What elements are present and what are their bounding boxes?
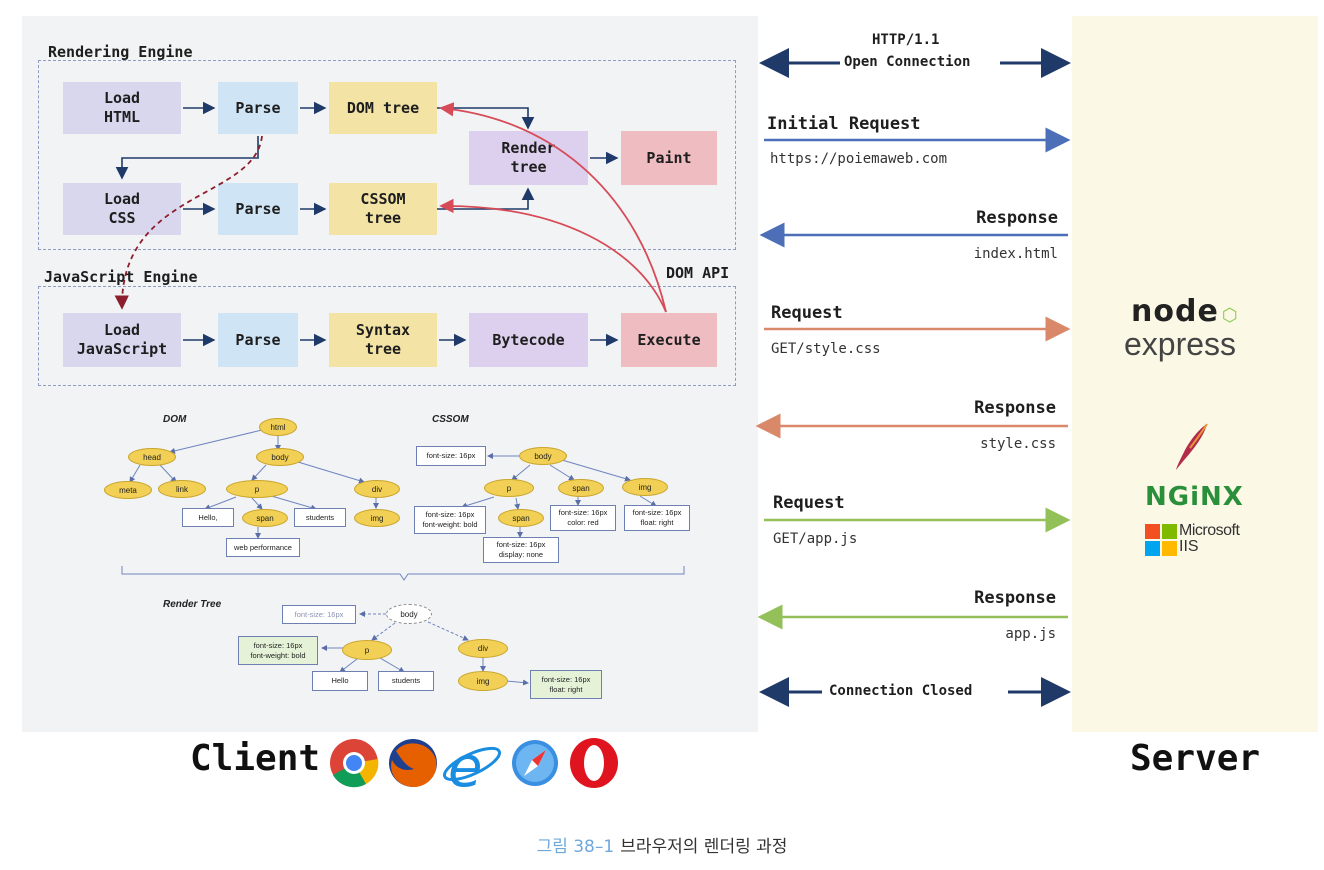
response-style-label: Response [974,398,1056,418]
dom-hello-node: Hello, [182,508,234,527]
safari-icon [512,740,558,786]
microsoft-label: Microsoft [1179,522,1240,539]
figure-caption-text: 브라우저의 렌더링 과정 [620,837,788,857]
parse-html-node: Parse [218,82,298,134]
syntax-tree-node: Syntax tree [329,313,437,367]
node-wordmark: node [1131,294,1219,329]
bytecode-node: Bytecode [469,313,588,367]
cssom-diagram-title: CSSOM [432,414,469,425]
render-students-node: students [378,671,434,691]
render-tree-node: Render tree [469,131,588,185]
render-hello-node: Hello [312,671,368,691]
cssom-body-node: body [519,447,567,465]
cssom-span-top-style: font-size: 16px color: red [550,505,616,531]
internet-explorer-icon: e [442,736,502,792]
cssom-img-node: img [622,478,668,496]
cssom-p-node: p [484,479,534,497]
client-label: Client [190,738,321,779]
dom-meta-node: meta [104,481,152,499]
render-body-style: font-size: 16px [282,605,356,624]
paint-node: Paint [621,131,717,185]
dom-p-node: p [226,480,288,498]
dom-img-node: img [354,509,400,527]
dom-head-node: head [128,448,176,466]
load-css-node: Load CSS [63,183,181,235]
firefox-icon [389,739,437,788]
chrome-icon [330,739,379,788]
response-js-label: Response [974,588,1056,608]
open-connection-label: Open Connection [844,54,971,70]
microsoft-iis-logo: Microsoft IIS [1145,522,1265,556]
parse-js-node: Parse [218,313,298,367]
dom-diagram-title: DOM [163,414,187,425]
render-p-node: p [342,640,392,660]
cssom-span-top-node: span [558,479,604,497]
cssom-tree-node: CSSOM tree [329,183,437,235]
dom-web-performance-node: web performance [226,538,300,557]
nginx-logo: NGiNX [1145,482,1244,512]
rendering-engine-box [38,60,736,250]
response-style-file: style.css [980,436,1056,452]
cssom-span-node: span [498,509,544,527]
execute-node: Execute [621,313,717,367]
dom-api-label: DOM API [666,264,730,282]
load-javascript-node: Load JavaScript [63,313,181,367]
rendering-engine-title: Rendering Engine [48,43,193,61]
javascript-engine-title: JavaScript Engine [44,268,198,286]
render-tree-diagram-title: Render Tree [163,599,222,610]
initial-request-label: Initial Request [767,114,921,134]
cssom-img-style: font-size: 16px float: right [624,505,690,531]
render-body-node: body [386,604,432,624]
server-label: Server [1130,738,1261,779]
dom-div-node: div [354,480,400,498]
opera-icon [570,738,618,788]
http-version-label: HTTP/1.1 [872,32,940,48]
browser-icons: e [330,736,558,792]
connection-closed-label: Connection Closed [829,683,973,699]
iis-label: IIS [1179,538,1199,555]
dom-span-node: span [242,509,288,527]
render-div-node: div [458,639,508,658]
dom-students-node: students [294,508,346,527]
server-area [1072,16,1318,732]
nodejs-logo: node⬡ [1131,294,1239,329]
response-index-label: Response [976,208,1058,228]
figure-number: 그림 38–1 [536,837,615,857]
dom-link-node: link [158,480,206,498]
apache-feather-icon [1176,423,1208,470]
javascript-engine-box [38,286,736,386]
load-html-node: Load HTML [63,82,181,134]
request-js-path: GET/app.js [773,531,858,547]
parse-css-node: Parse [218,183,298,235]
cssom-body-style: font-size: 16px [416,446,486,466]
microsoft-squares-icon [1145,524,1177,556]
cssom-p-style: font-size: 16px font-weight: bold [414,506,486,534]
dom-html-node: html [259,418,297,436]
response-js-file: app.js [1005,626,1056,642]
render-p-style: font-size: 16px font-weight: bold [238,636,318,665]
request-style-path: GET/style.css [771,341,881,357]
render-img-node: img [458,671,508,691]
dom-body-node: body [256,448,304,466]
express-logo: express [1124,326,1237,362]
dom-tree-node: DOM tree [329,82,437,134]
initial-request-url: https://poiemaweb.com [770,151,948,167]
request-js-label: Request [773,493,845,513]
render-img-style: font-size: 16px float: right [530,670,602,699]
cssom-span-style: font-size: 16px display: none [483,537,559,563]
response-index-file: index.html [973,246,1058,262]
request-style-label: Request [771,303,843,323]
nodejs-hex-icon: ⬡ [1221,305,1239,326]
